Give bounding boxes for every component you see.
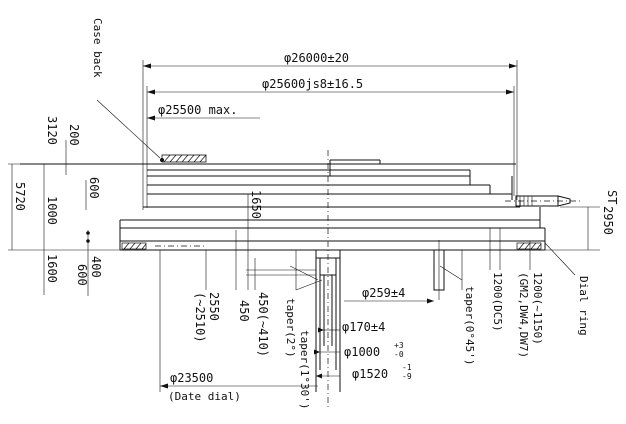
svg-text:-1: -1: [402, 363, 412, 372]
center-dims: 1650 2550 (~2510) 450 450(~410) taper(2°…: [193, 190, 476, 409]
dim-1200-dc5: 1200(DC5): [491, 272, 504, 332]
dim-400: 400: [89, 256, 103, 278]
dim-1200-gm2: 1200(~1150): [531, 272, 544, 345]
dim-25500-label: φ25500 max.: [158, 103, 237, 117]
svg-text:-0: -0: [394, 350, 404, 359]
dim-5720: 5720: [13, 182, 27, 211]
dim-450b: 450(~410): [256, 292, 270, 357]
case-back-label: Case back: [91, 18, 104, 78]
dim-2510: (~2510): [193, 292, 207, 343]
dim-2950: 2950: [601, 206, 615, 235]
dim-600a: 600: [87, 177, 101, 199]
svg-text:φ1000: φ1000: [344, 345, 380, 359]
crown-stem: [505, 195, 580, 207]
dim-3120: 3120: [45, 116, 59, 145]
dim-259: φ259±4: [344, 286, 434, 304]
dial-left-hatch: [121, 242, 205, 250]
taper-2: taper(2°): [284, 298, 297, 358]
dial-ring-label: Dial ring: [577, 276, 590, 336]
st-label: ST: [605, 190, 619, 204]
date-dial-label: (Date dial): [168, 390, 241, 403]
dim-1200-gm2-note: (GM2,DW4,DW7): [517, 272, 530, 358]
dim-26000: φ26000±20: [143, 51, 517, 69]
dim-450a: 450: [237, 300, 251, 322]
svg-text:φ259±4: φ259±4: [362, 286, 405, 300]
left-dims: 5720 3120 200 1000 1600 600 400 600: [8, 116, 120, 296]
dim-25500: φ25500 max.: [147, 103, 260, 121]
dim-2550: 2550: [207, 292, 221, 321]
case-back-hatch: [161, 154, 207, 163]
taper-045: taper(0°45'): [463, 286, 476, 365]
dim-23500: φ23500 (Date dial): [159, 250, 318, 403]
center-pinion: [315, 150, 341, 410]
svg-text:φ170±4: φ170±4: [342, 320, 385, 334]
dim-25600: φ25600js8±16.5: [147, 77, 514, 95]
dial-right-hatch: [516, 242, 542, 250]
svg-text:φ1520: φ1520: [352, 367, 388, 381]
dim-26000-label: φ26000±20: [284, 51, 349, 65]
svg-text:φ23500: φ23500: [170, 371, 213, 385]
dim-1000-phi: φ1000 +3 -0: [314, 341, 404, 359]
svg-text:+3: +3: [394, 341, 404, 350]
taper-130: taper(1°30'): [298, 330, 311, 409]
dim-170: φ170±4: [318, 320, 385, 334]
dim-1600: 1600: [45, 254, 59, 283]
svg-text:-9: -9: [402, 372, 412, 381]
dim-25600-label: φ25600js8±16.5: [262, 77, 363, 91]
dim-1520: φ1520 -1 -9: [316, 363, 412, 381]
dim-1000: 1000: [45, 196, 59, 225]
small-pinion: [433, 240, 445, 300]
right-dims: 2950 1200(DC5) 1200(~1150) (GM2,DW4,DW7)…: [489, 206, 615, 358]
dim-600b: 600: [75, 264, 89, 286]
dim-1650: 1650: [249, 190, 263, 219]
dim-200: 200: [67, 124, 81, 146]
